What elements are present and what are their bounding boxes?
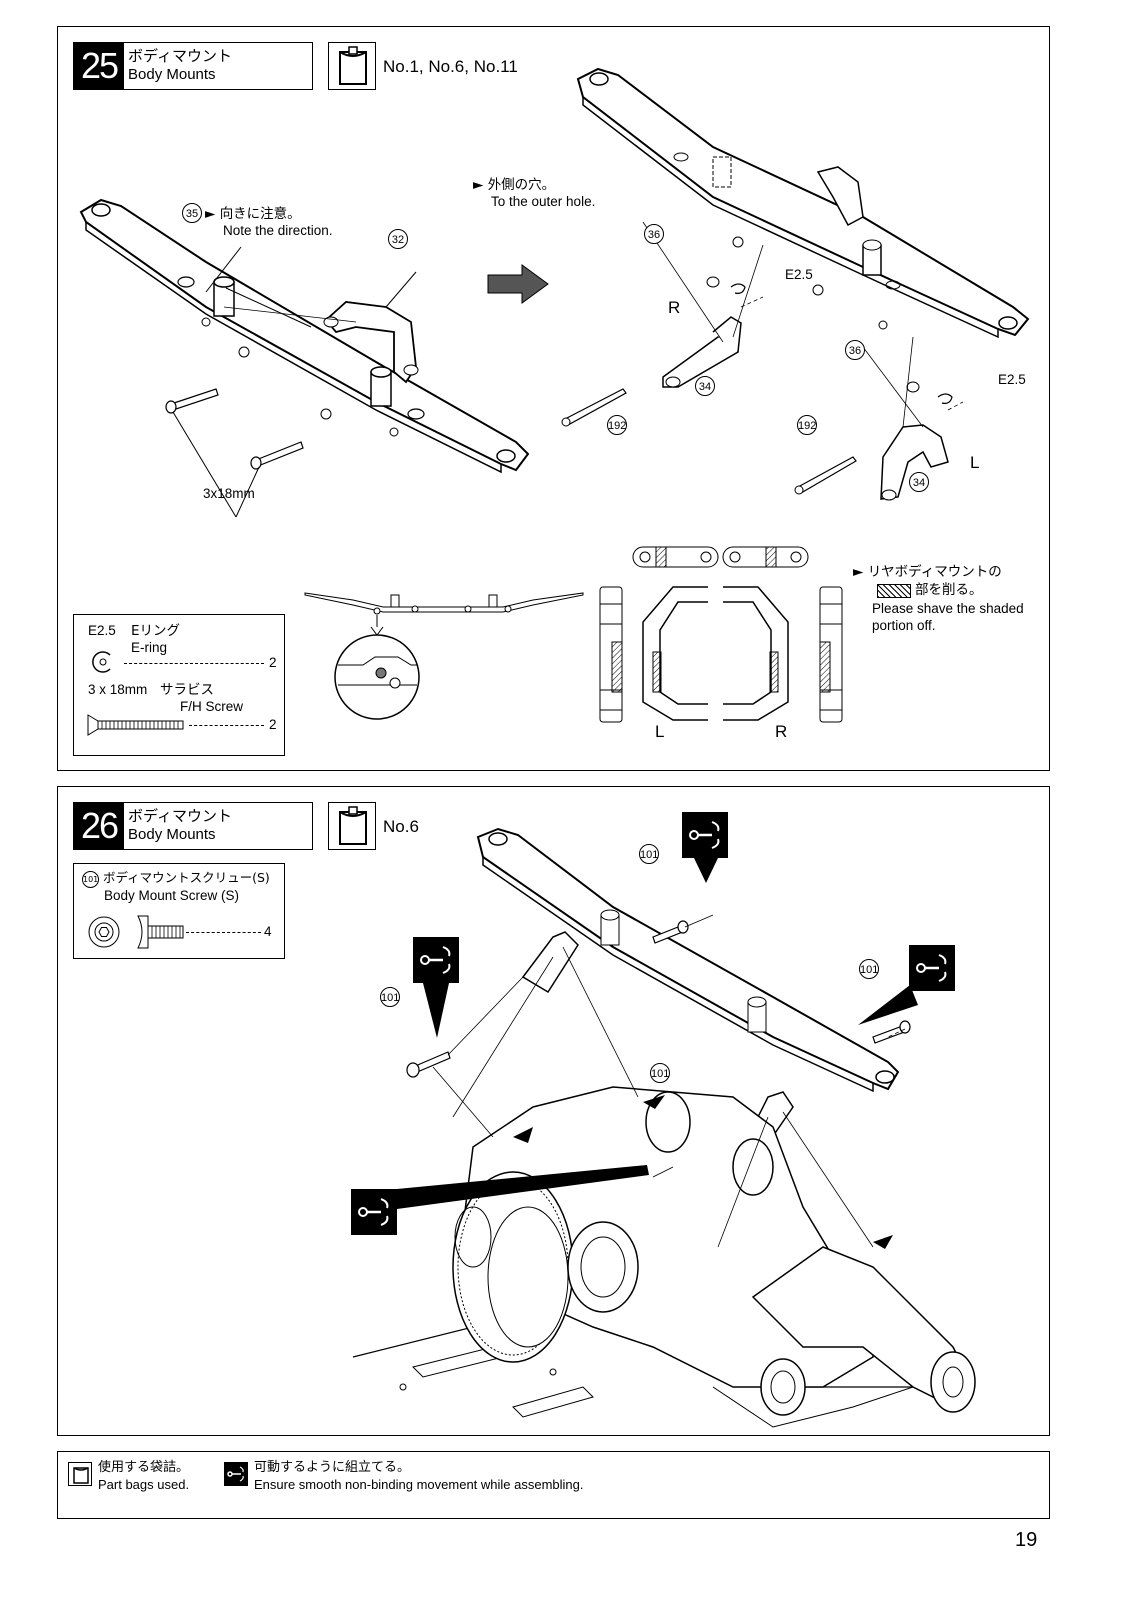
ering-code: E2.5 (88, 623, 116, 638)
parts-list-box: 101 ボディマウントスクリュー(S) Body Mount Screw (S)… (73, 863, 285, 959)
smooth-movement-icon-center (351, 1189, 397, 1235)
part-callout-192a: 192 (607, 415, 627, 435)
step-number: 26 (74, 803, 124, 849)
side-r-label: R (668, 298, 681, 317)
part-callout-34a: 34 (695, 376, 715, 396)
smooth-movement-glyph (358, 1198, 389, 1226)
smooth-movement-glyph (916, 954, 947, 982)
legend-bag-jp: 使用する袋詰。 (98, 1460, 190, 1475)
part-callout-32: 32 (388, 229, 408, 249)
mount-side-view-detail (304, 592, 584, 720)
part-callout-36b: 36 (845, 340, 865, 360)
assembly-arrow (487, 264, 549, 304)
part-callout-34b: 34 (909, 472, 929, 492)
parts-list-box: E2.5 Eリング E-ring 2 3 x 18mm サラビス F/H Scr… (73, 614, 285, 756)
legend-panel: 使用する袋詰。 Part bags used. 可動するように組立てる。 Ens… (57, 1451, 1050, 1519)
side-l-label: L (970, 453, 980, 472)
ering-dots (124, 663, 264, 664)
outer-hole-jp-text: 外側の穴。 (487, 177, 556, 193)
note-direction-jp-text: 向きに注意。 (219, 206, 301, 222)
screw-callout-right: 101 (859, 959, 879, 979)
shave-note-en-2: portion off. (872, 618, 936, 633)
shave-note-jp-1: ► リヤボディマウントの (853, 564, 1002, 580)
part-num: 101 (82, 871, 99, 888)
bag-icon-graphic (339, 46, 367, 85)
step-title-jp: ボディマウント (128, 47, 232, 65)
smooth-movement-glyph (689, 821, 720, 849)
screw-code: 3 x 18mm (88, 682, 148, 697)
shave-note-jp-1-text: リヤボディマウントの (867, 564, 1002, 580)
part-callout-192b: 192 (797, 415, 817, 435)
screw-qty: 2 (269, 717, 277, 732)
ering-label-1: E2.5 (785, 267, 813, 282)
outer-hole-jp: ► 外側の穴。 (473, 177, 556, 193)
body-mount-screw-icon (88, 915, 184, 949)
part-qty: 4 (264, 924, 272, 939)
screw-name-jp: サラビス (160, 682, 214, 698)
screw-size-label: 3x18mm (203, 486, 255, 501)
pointer-right (858, 985, 918, 1025)
step-title-jp: ボディマウント (128, 807, 232, 825)
part-callout-35: 35 (182, 203, 202, 223)
page-number: 19 (1015, 1529, 1038, 1551)
part-name-en: Body Mount Screw (S) (104, 888, 240, 903)
screw-name-en: F/H Screw (180, 699, 244, 714)
ering-label-2: E2.5 (998, 372, 1026, 387)
legend-bag-en: Part bags used. (98, 1477, 190, 1492)
note-direction-jp: ► 向きに注意。 (205, 206, 301, 222)
bag-icon-graphic (339, 806, 367, 845)
step-title-en: Body Mounts (128, 826, 216, 843)
part-name-jp-text: ボディマウントスクリュー(S) (102, 870, 270, 885)
smooth-movement-icon-left (413, 937, 459, 983)
bag-numbers: No.6 (383, 817, 419, 836)
screw-dots (189, 725, 264, 726)
step-26-header: 26 ボディマウント Body Mounts (73, 802, 313, 850)
pointer-left (423, 983, 449, 1038)
smooth-movement-legend-icon (224, 1462, 248, 1486)
body-mount-installed-drawing (561, 67, 1030, 501)
ering-name-en: E-ring (131, 640, 168, 655)
step-number: 25 (74, 43, 124, 89)
legend-smooth-en: Ensure smooth non-binding movement while… (254, 1477, 584, 1492)
shave-l-label: L (655, 722, 665, 741)
ering-icon (92, 651, 111, 673)
smooth-movement-glyph (420, 946, 451, 974)
note-direction-en: Note the direction. (223, 223, 333, 238)
ering-name-jp: Eリング (131, 623, 181, 639)
part-bag-icon (328, 42, 376, 90)
screw-callout-center: 101 (650, 1063, 670, 1083)
outer-hole-en: To the outer hole. (491, 194, 596, 209)
body-mount-assembly-drawing (79, 198, 530, 518)
fh-screw-icon (87, 714, 184, 736)
screw-callout-left: 101 (380, 987, 400, 1007)
pointer-center (397, 1165, 649, 1209)
step-26-panel: 26 ボディマウント Body Mounts No.6 101 ボディマウントス… (57, 786, 1050, 1436)
bag-icon-graphic (73, 1467, 89, 1484)
step-title-en: Body Mounts (128, 66, 216, 83)
step-25-header: 25 ボディマウント Body Mounts (73, 42, 313, 90)
chassis-assembly-drawing (352, 827, 976, 1428)
screw-dots (186, 932, 261, 933)
screw-callout-top: 101 (639, 844, 659, 864)
part-callout-36a: 36 (644, 224, 664, 244)
smooth-movement-glyph (227, 1466, 244, 1482)
part-name-jp: 101 ボディマウントスクリュー(S) (82, 870, 270, 888)
hatch-swatch (877, 584, 911, 598)
step-25-panel: 25 ボディマウント Body Mounts No.1, No.6, No.11 (57, 26, 1050, 771)
part-bag-legend-icon (68, 1462, 92, 1486)
legend-smooth-jp: 可動するように組立てる。 (254, 1460, 411, 1475)
shave-diagram (599, 546, 843, 723)
smooth-movement-icon-right (909, 945, 955, 991)
bag-numbers: No.1, No.6, No.11 (383, 57, 518, 76)
shave-note-en-1: Please shave the shaded (872, 601, 1024, 616)
ering-qty: 2 (269, 655, 277, 670)
smooth-movement-icon-top (682, 812, 728, 858)
shave-r-label: R (775, 722, 788, 741)
part-bag-icon (328, 802, 376, 850)
shave-note-jp-2: 部を削る。 (915, 582, 983, 598)
pointer-top (694, 858, 718, 883)
